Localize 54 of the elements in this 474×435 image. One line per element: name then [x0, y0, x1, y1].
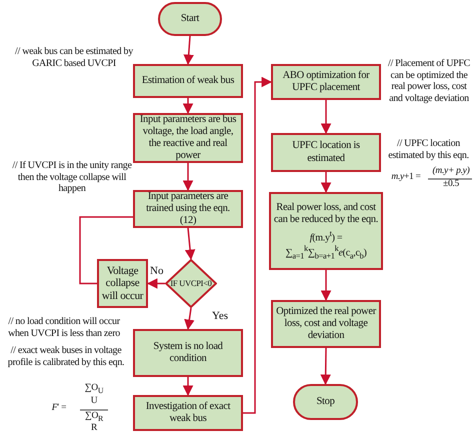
- arrow: [183, 36, 194, 66]
- process-box: [97, 259, 148, 308]
- formula-text: (m.y+ p.y): [432, 167, 470, 176]
- node-text: System is no load condition: [152, 340, 224, 366]
- note-text: // no load condition will occur when UVCPI is less than zero: [7, 316, 121, 339]
- process-box: [271, 64, 381, 100]
- node-text: Investigation of exact weak bus: [144, 400, 232, 426]
- process-box: [269, 192, 383, 270]
- arrow: [320, 100, 332, 134]
- node-text: Real power loss, and cost can be reduced by the eqn.: [272, 202, 380, 226]
- process-box: [271, 300, 381, 348]
- note-text: // If UVCPI is in the unity range then the voltage collapse will happen: [12, 160, 132, 194]
- arrow: [182, 98, 194, 114]
- arrow: [146, 278, 165, 289]
- terminal-box: [158, 2, 222, 36]
- arrow: [320, 172, 332, 194]
- process-box: [133, 190, 243, 228]
- formula-text: ∑O$_{R}$: [84, 412, 104, 423]
- formula-text: F′ =: [50, 404, 68, 414]
- arrow: [182, 163, 194, 192]
- arrow: [320, 270, 332, 302]
- node-text: Start: [180, 12, 200, 26]
- note-text: // Placement of UPFC can be optimized the real power loss, cost and voltage deviation: [386, 58, 472, 104]
- node-text: Stop: [315, 396, 336, 408]
- edge-label: Yes: [212, 310, 228, 322]
- formula-text: ±0.5: [442, 180, 460, 190]
- note-text: // exact weak buses in voltage profile is calibrated by this eqn.: [6, 345, 126, 368]
- formula-text: ∑O$_{U}$: [84, 384, 104, 395]
- formula-text: f(m.y$^{t}$) = ∑$_{a=1}$$^{k}$∑$_{b=a+1}$$^{k}$e(c$_{a}$,c$_{b}$): [284, 228, 368, 260]
- decision-diamond: [165, 259, 217, 308]
- arrow: [320, 348, 331, 386]
- formula-text: m.y+1 =: [390, 173, 422, 182]
- process-box: [133, 329, 243, 377]
- arrow: [182, 377, 194, 396]
- note-text: // UPFC location estimated by this eqn.: [387, 138, 470, 161]
- formula-text: R: [90, 424, 98, 434]
- process-box: [133, 64, 243, 98]
- node-text: Input parameters are trained using the eqn. (12): [145, 190, 231, 228]
- terminal-box: [293, 384, 358, 420]
- formula-text: U: [90, 397, 98, 406]
- node-text: UPFC location is estimated: [291, 140, 361, 165]
- node-text: Optimized the real power loss, cost and voltage deviation: [275, 306, 378, 342]
- edge-label: No: [150, 265, 164, 277]
- arrow: [184, 308, 195, 330]
- process-box: [133, 395, 243, 431]
- note-text: // weak bus can be estimated by GARIC based UVCPI: [14, 46, 134, 69]
- node-text: Voltage collapse will occur: [100, 264, 144, 302]
- arrow: [243, 76, 272, 414]
- node-text: Input parameters are bus voltage, the load angle, the reactive and real power: [138, 114, 238, 162]
- arrow: [184, 228, 196, 260]
- node-text: IF UVCPI<0: [169, 278, 213, 288]
- process-box: [271, 133, 381, 172]
- node-text: Estimation of weak bus: [140, 74, 236, 88]
- node-text: ABO optimization for UPFC placement: [282, 70, 370, 94]
